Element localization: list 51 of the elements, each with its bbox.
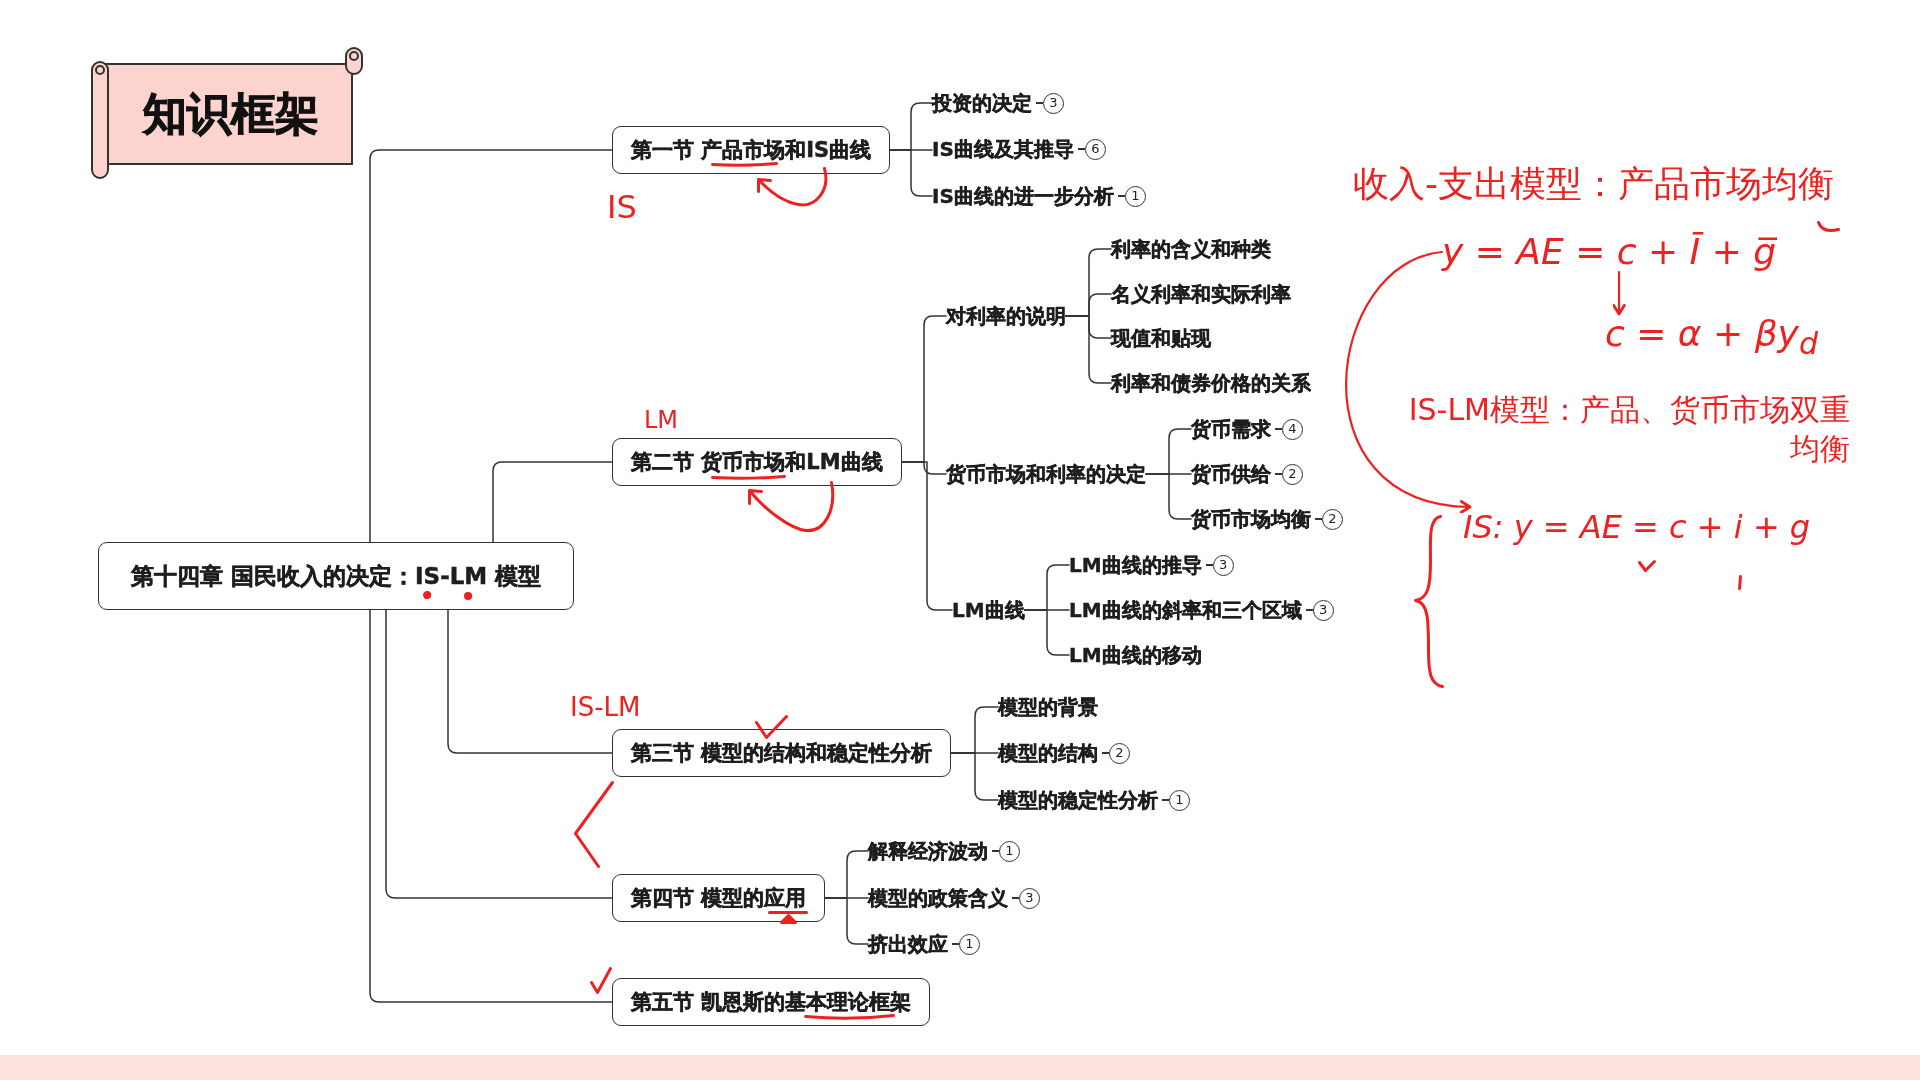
connector-line bbox=[492, 461, 613, 543]
handwritten-note: IS-LM模型：产品、货币市场双重均衡 bbox=[1407, 391, 1850, 468]
connector-line bbox=[369, 609, 613, 1003]
subtopic-text: LM曲线的斜率和三个区域 bbox=[1069, 597, 1302, 623]
connector-line bbox=[447, 609, 613, 754]
topic-box bbox=[612, 978, 931, 1026]
connector-line bbox=[369, 149, 613, 543]
arrow bbox=[1345, 250, 1472, 513]
title: 知识框架 bbox=[143, 88, 319, 140]
topic-box bbox=[612, 438, 902, 486]
topic-text: 第五节 凯恩斯的基本理论框架 bbox=[631, 991, 912, 1013]
handwritten-note: 收入-支出模型：产品市场均衡 bbox=[1353, 162, 1834, 206]
topic-text: 第三节 模型的结构和稳定性分析 bbox=[631, 742, 933, 764]
subtopic-text: 模型的稳定性分析 bbox=[998, 787, 1158, 813]
topic-text: 第十四章 国民收入的决定：IS-LM 模型 bbox=[131, 562, 542, 590]
subtopic-text: LM曲线的移动 bbox=[1069, 642, 1202, 668]
subtopic-text: 模型的结构 bbox=[998, 740, 1098, 766]
subtopic-text: IS曲线及其推导 bbox=[932, 136, 1074, 162]
subtopic-text: 货币市场均衡 bbox=[1191, 506, 1311, 532]
topic-text: 第一节 产品市场和IS曲线 bbox=[631, 139, 872, 161]
arrow bbox=[1612, 270, 1626, 316]
subtopic-text: LM曲线 bbox=[952, 597, 1025, 623]
handwritten-note: LM bbox=[644, 406, 679, 435]
handwritten-formula: y = AE = c + Ī + g̅ bbox=[1442, 232, 1777, 272]
connector-line bbox=[900, 461, 953, 611]
subtopic-text: 货币需求 bbox=[1191, 416, 1271, 442]
subtopic-text: 投资的决定 bbox=[932, 90, 1032, 116]
topic-box bbox=[612, 729, 952, 777]
subtopic-text: 解释经济波动 bbox=[868, 838, 988, 864]
subtopic-text: IS曲线的进一步分析 bbox=[932, 183, 1114, 209]
subtopic-text: 挤出效应 bbox=[868, 931, 948, 957]
topic-box bbox=[612, 874, 826, 922]
topic-text: 第四节 模型的应用 bbox=[631, 887, 807, 909]
connector-line bbox=[385, 609, 613, 899]
subtopic-text: 名义利率和实际利率 bbox=[1111, 281, 1291, 307]
subtopic-text: 利率的含义和种类 bbox=[1111, 236, 1271, 262]
subtopic-text: 现值和贴现 bbox=[1111, 325, 1211, 351]
handwritten-formula: IS: y = AE = c + i + g bbox=[1463, 507, 1811, 547]
subtopic-text: 货币市场和利率的决定 bbox=[946, 461, 1146, 487]
handwritten-note: IS-LM bbox=[570, 692, 641, 724]
topic-text: 第二节 货币市场和LM曲线 bbox=[631, 451, 883, 473]
subtopic-text: 利率和债券价格的关系 bbox=[1111, 370, 1311, 396]
central-topic-box bbox=[98, 542, 575, 610]
subtopic-text: 模型的背景 bbox=[998, 694, 1098, 720]
subtopic-text: 对利率的说明 bbox=[946, 303, 1066, 329]
subtopic-text: 模型的政策含义 bbox=[868, 885, 1008, 911]
subtopic-text: 货币供给 bbox=[1191, 461, 1271, 487]
subtopic-text: LM曲线的推导 bbox=[1069, 552, 1202, 578]
handwritten-note: IS bbox=[607, 188, 637, 227]
handwritten-formula: c = α + βy$_{d}$ bbox=[1605, 314, 1818, 354]
topic-box bbox=[612, 126, 891, 174]
